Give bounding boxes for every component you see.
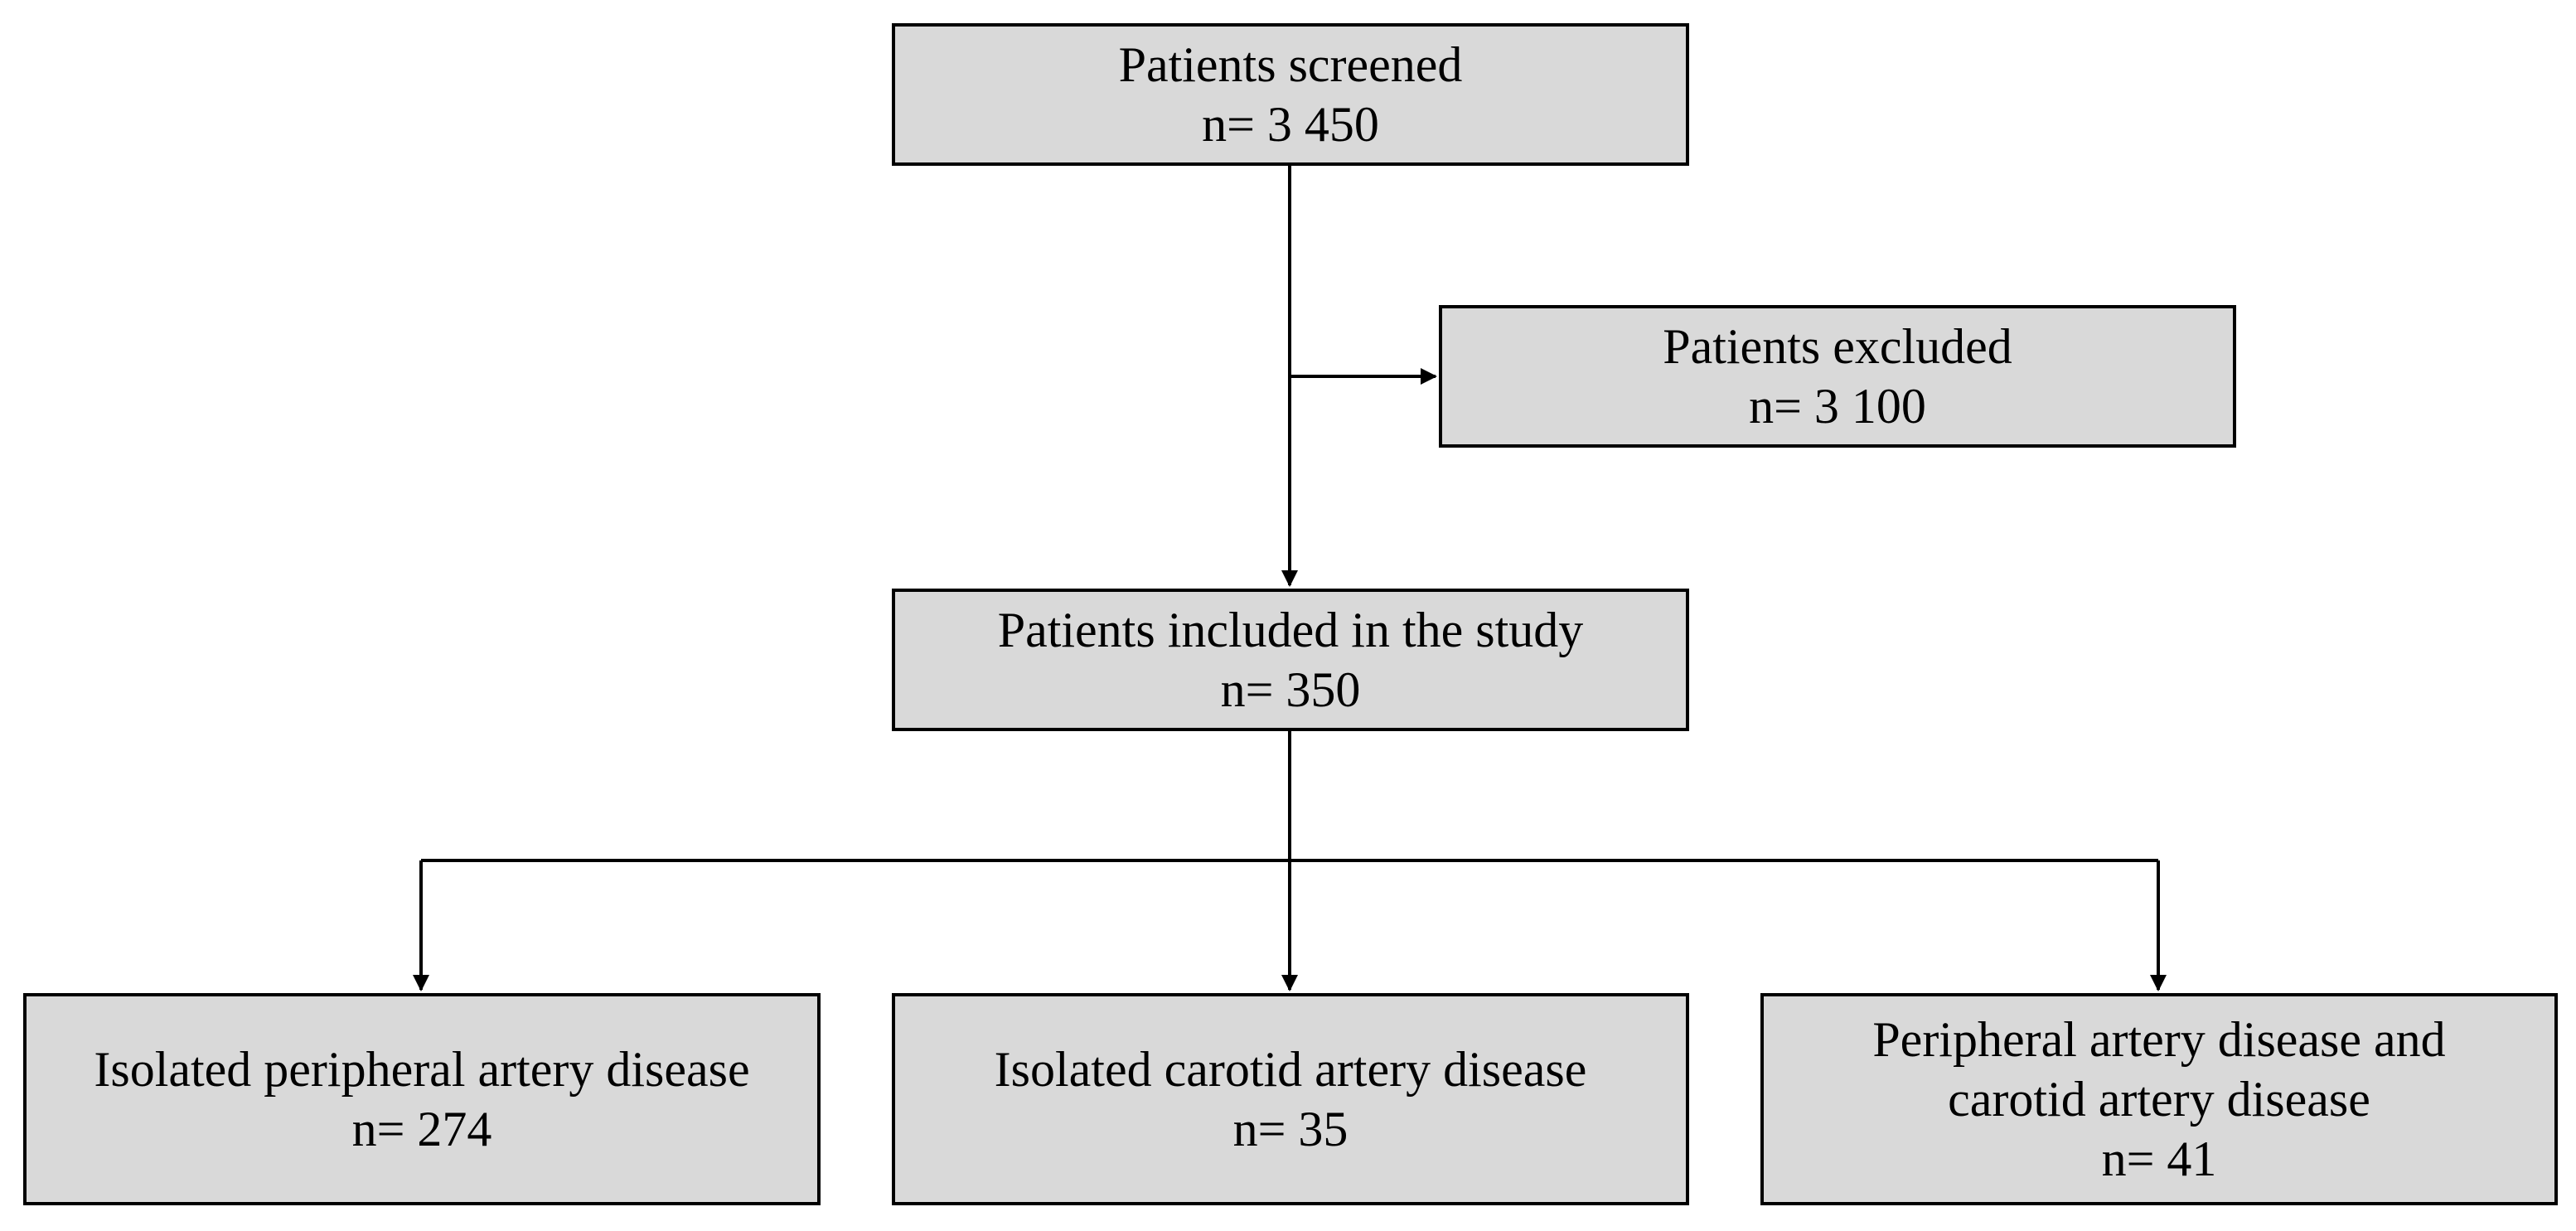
box-label: Patients excluded — [1663, 319, 2012, 374]
box-label-line-1: Peripheral artery disease and — [1872, 1012, 2446, 1067]
box-label-line-2: carotid artery disease — [1948, 1072, 2370, 1127]
box-label: Isolated peripheral artery disease — [94, 1042, 750, 1097]
box-count: n= 35 — [1232, 1102, 1349, 1156]
box-count: n= 274 — [351, 1102, 492, 1156]
box-label: Isolated carotid artery disease — [994, 1042, 1587, 1097]
box-label: Patients screened — [1118, 37, 1463, 92]
box-patients-excluded: Patients excluded n= 3 100 — [1439, 305, 2236, 448]
box-count: n= 41 — [2101, 1132, 2217, 1186]
box-isolated-carotid-artery-disease: Isolated carotid artery disease n= 35 — [892, 993, 1689, 1205]
box-count: n= 3 450 — [1202, 97, 1379, 152]
box-count: n= 350 — [1220, 662, 1361, 717]
box-label: Patients included in the study — [997, 603, 1584, 657]
box-count: n= 3 100 — [1749, 379, 1926, 434]
box-isolated-peripheral-artery-disease: Isolated peripheral artery disease n= 27… — [23, 993, 821, 1205]
box-patients-included: Patients included in the study n= 350 — [892, 589, 1689, 731]
box-patients-screened: Patients screened n= 3 450 — [892, 23, 1689, 166]
box-peripheral-and-carotid-artery-disease: Peripheral artery disease and carotid ar… — [1760, 993, 2558, 1205]
